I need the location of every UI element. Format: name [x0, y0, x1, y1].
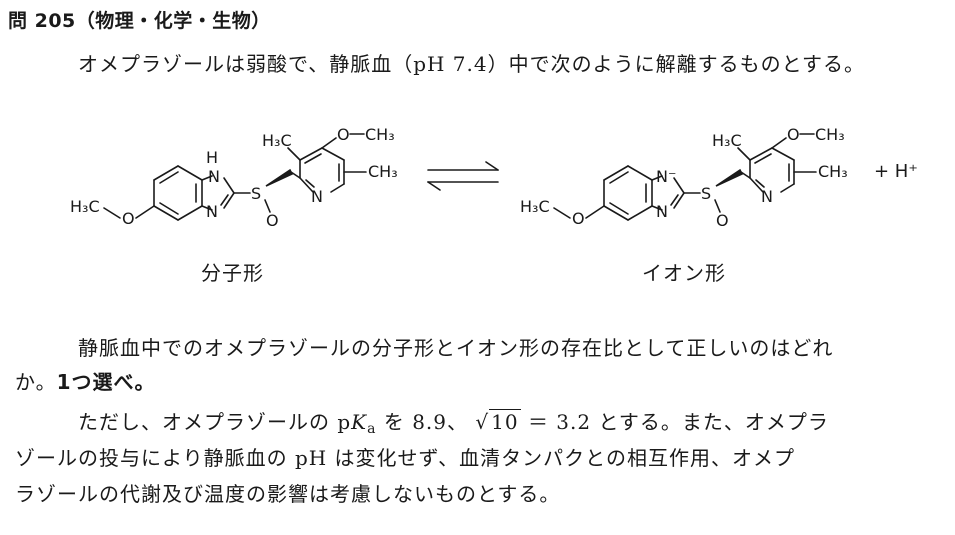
plus-proton: + H⁺	[874, 161, 918, 182]
sqrt-radicand: 10	[489, 409, 521, 434]
pka-subscript: a	[367, 421, 377, 437]
o-label: O	[122, 209, 135, 228]
condition-line2: ゾールの投与により静脈血の pH は変化せず、血清タンパクとの相互作用、オメプ	[15, 446, 795, 470]
equilibrium-arrows	[427, 161, 499, 191]
cond-line1-prefix: ただし、オメプラゾールの p	[78, 410, 352, 434]
n-label: N	[761, 187, 773, 206]
ch3-label: CH₃	[815, 125, 845, 144]
o-label: O	[787, 125, 800, 144]
o-label: O	[572, 209, 585, 228]
select-one-instruction: 1つ選べ。	[56, 370, 156, 394]
intro-text: オメプラゾールは弱酸で、静脈血（pH 7.4）中で次のように解離するものとする。	[78, 52, 866, 76]
ionic-form-label: イオン形	[642, 261, 726, 285]
condition-line3: ラゾールの代謝及び温度の影響は考慮しないものとする。	[15, 482, 561, 506]
h3c-label: H₃C	[262, 131, 292, 150]
h3c-label: H₃C	[520, 197, 550, 216]
condition-line1: ただし、オメプラゾールの pKa を 8.9、 √10 ＝ 3.2 とする。また…	[78, 406, 829, 437]
pka-K: K	[351, 410, 368, 434]
molecular-form-structure	[103, 133, 367, 221]
reaction-scheme: H N N O H₃C S O N H₃C O CH₃ CH₃ N⁻ N O H…	[70, 125, 918, 230]
question-body-line2: か。1つ選べ。	[15, 366, 156, 395]
h-label: H	[206, 148, 218, 167]
cond-line1-suffix: ＝ 3.2 とする。また、オメプラ	[527, 410, 829, 434]
n-label: N	[206, 202, 218, 221]
ionic-form-structure	[553, 133, 817, 221]
s-label: S	[701, 184, 711, 203]
body-line2-prefix: か。	[15, 370, 57, 394]
question-heading: 問 205（物理・化学・生物）	[8, 10, 271, 32]
n-label: N	[656, 202, 668, 221]
ch3-label: CH₃	[368, 162, 398, 181]
n-minus-label: N⁻	[656, 167, 676, 186]
cond-line1-mid: を 8.9、	[383, 410, 469, 434]
ch3-label: CH₃	[818, 162, 848, 181]
o-label: O	[716, 211, 729, 230]
o-label: O	[337, 125, 350, 144]
sqrt-expression: √10	[475, 409, 521, 434]
n-label: N	[311, 187, 323, 206]
o-label: O	[266, 211, 279, 230]
h3c-label: H₃C	[712, 131, 742, 150]
ch3-label: CH₃	[365, 125, 395, 144]
question-body-line1: 静脈血中でのオメプラゾールの分子形とイオン形の存在比として正しいのはどれ	[78, 336, 834, 360]
n-label: N	[208, 167, 220, 186]
molecular-form-label: 分子形	[201, 261, 264, 285]
s-label: S	[251, 184, 261, 203]
h3c-label: H₃C	[70, 197, 100, 216]
